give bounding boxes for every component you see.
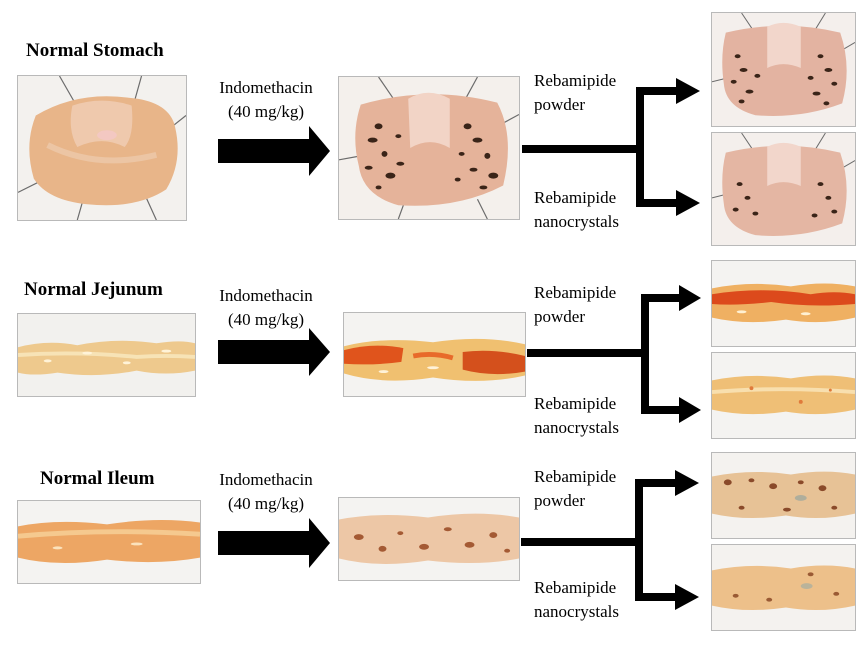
branch-stem-jejunum bbox=[527, 349, 645, 357]
treatment-label-ileum: Indomethacin (40 mg/kg) bbox=[206, 468, 326, 516]
treatment-line1: Indomethacin bbox=[219, 78, 313, 97]
branch-top-line2: powder bbox=[534, 491, 585, 510]
branch-stem-stomach bbox=[522, 145, 640, 153]
photo-normal-jejunum bbox=[17, 313, 196, 397]
branch-top-line2: powder bbox=[534, 95, 585, 114]
branch-top-label-stomach: Rebamipide powder bbox=[534, 69, 616, 117]
branch-bottom-line-jejunum bbox=[641, 406, 681, 414]
photo-normal-stomach bbox=[17, 75, 187, 221]
photo-powder-ileum bbox=[711, 452, 856, 539]
treatment-line1: Indomethacin bbox=[219, 470, 313, 489]
branch-bottom-line2: nanocrystals bbox=[534, 602, 619, 621]
indomethacin-arrow-jejunum bbox=[218, 328, 330, 376]
branch-top-line1: Rebamipide bbox=[534, 71, 617, 90]
branch-top-arrowhead-stomach bbox=[676, 78, 700, 104]
branch-top-label-ileum: Rebamipide powder bbox=[534, 465, 616, 513]
branch-bottom-line1: Rebamipide bbox=[534, 578, 617, 597]
branch-bottom-label-ileum: Rebamipide nanocrystals bbox=[534, 576, 619, 624]
branch-top-line2: powder bbox=[534, 307, 585, 326]
branch-bottom-arrowhead-ileum bbox=[675, 584, 699, 610]
branch-vertical-stomach bbox=[636, 87, 644, 207]
branch-top-arrowhead-ileum bbox=[675, 470, 699, 496]
photo-indomethacin-ileum bbox=[338, 497, 520, 581]
branch-top-label-jejunum: Rebamipide powder bbox=[534, 281, 616, 329]
branch-stem-ileum bbox=[521, 538, 639, 546]
branch-bottom-label-stomach: Rebamipide nanocrystals bbox=[534, 186, 619, 234]
treatment-label-jejunum: Indomethacin (40 mg/kg) bbox=[206, 284, 326, 332]
branch-top-line-ileum bbox=[635, 479, 677, 487]
branch-top-line1: Rebamipide bbox=[534, 283, 617, 302]
row-title-jejunum: Normal Jejunum bbox=[24, 279, 163, 300]
photo-indomethacin-jejunum bbox=[343, 312, 526, 397]
photo-indomethacin-stomach bbox=[338, 76, 520, 220]
branch-bottom-line-ileum bbox=[635, 593, 677, 601]
photo-nanocrystals-stomach bbox=[711, 132, 856, 246]
branch-bottom-label-jejunum: Rebamipide nanocrystals bbox=[534, 392, 619, 440]
branch-vertical-ileum bbox=[635, 479, 643, 601]
row-title-ileum: Normal Ileum bbox=[40, 468, 155, 489]
branch-bottom-line-stomach bbox=[636, 199, 678, 207]
treatment-line1: Indomethacin bbox=[219, 286, 313, 305]
branch-bottom-line2: nanocrystals bbox=[534, 418, 619, 437]
branch-top-line1: Rebamipide bbox=[534, 467, 617, 486]
treatment-label-stomach: Indomethacin (40 mg/kg) bbox=[206, 76, 326, 124]
treatment-line2: (40 mg/kg) bbox=[227, 102, 305, 121]
branch-vertical-jejunum bbox=[641, 294, 649, 414]
treatment-line2: (40 mg/kg) bbox=[227, 494, 305, 513]
row-title-stomach: Normal Stomach bbox=[26, 40, 164, 61]
branch-top-line-jejunum bbox=[641, 294, 681, 302]
treatment-line2: (40 mg/kg) bbox=[227, 310, 305, 329]
indomethacin-arrow-stomach bbox=[218, 126, 330, 176]
branch-top-arrowhead-jejunum bbox=[679, 285, 701, 311]
branch-bottom-line2: nanocrystals bbox=[534, 212, 619, 231]
indomethacin-arrow-ileum bbox=[218, 518, 330, 568]
photo-normal-ileum bbox=[17, 500, 201, 584]
branch-bottom-arrowhead-stomach bbox=[676, 190, 700, 216]
photo-powder-jejunum bbox=[711, 260, 856, 347]
branch-top-line-stomach bbox=[636, 87, 678, 95]
photo-powder-stomach bbox=[711, 12, 856, 127]
branch-bottom-line1: Rebamipide bbox=[534, 394, 617, 413]
branch-bottom-arrowhead-jejunum bbox=[679, 397, 701, 423]
photo-nanocrystals-ileum bbox=[711, 544, 856, 631]
photo-nanocrystals-jejunum bbox=[711, 352, 856, 439]
branch-bottom-line1: Rebamipide bbox=[534, 188, 617, 207]
